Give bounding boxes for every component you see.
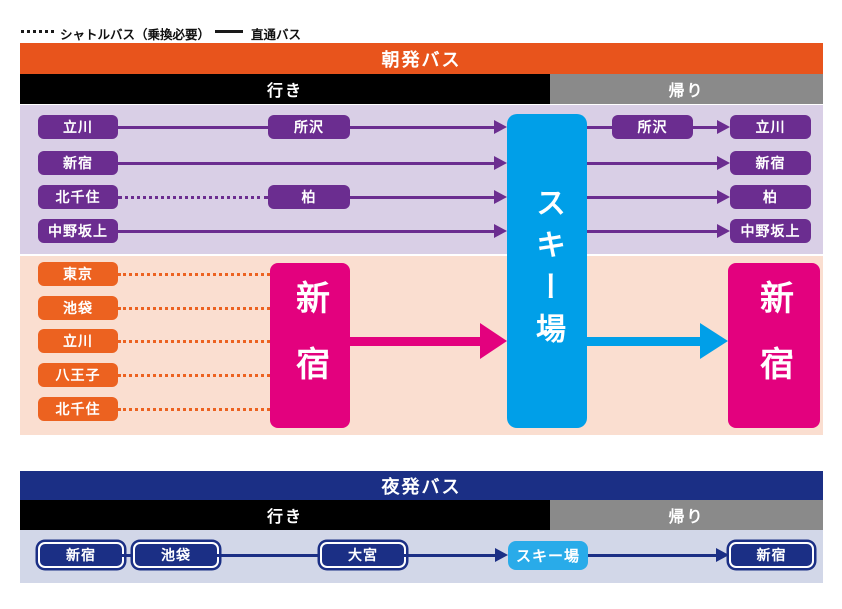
station-box: 立川 bbox=[730, 115, 811, 139]
route-line bbox=[587, 126, 612, 129]
hub-shinjuku-box: 新宿 bbox=[270, 263, 350, 428]
hub-shinjuku-label: 新宿 bbox=[290, 279, 329, 412]
return-hub-shinjuku-label: 新宿 bbox=[754, 279, 793, 412]
route-line-shuttle bbox=[118, 374, 270, 377]
station-box: 立川 bbox=[38, 115, 118, 139]
station-box: 八王子 bbox=[38, 363, 118, 387]
return-hub-shinjuku-box: 新宿 bbox=[728, 263, 820, 428]
night-ski-resort-box: スキー場 bbox=[508, 541, 588, 570]
station-box: 新宿 bbox=[38, 151, 118, 175]
station-box: 新宿 bbox=[729, 542, 814, 568]
station-box: 立川 bbox=[38, 329, 118, 353]
return-bus-arrow bbox=[587, 337, 701, 346]
direct-bus-solid-line-icon bbox=[215, 30, 243, 33]
arrow-right-icon bbox=[717, 156, 730, 170]
arrow-right-icon bbox=[717, 224, 730, 238]
route-line bbox=[120, 554, 133, 557]
legend-shuttle-label: シャトルバス（乗換必要） bbox=[60, 28, 211, 42]
route-line-shuttle bbox=[118, 408, 270, 411]
arrow-right-icon bbox=[717, 190, 730, 204]
arrow-right-icon bbox=[495, 548, 508, 562]
morning-return-bar: 帰り bbox=[550, 74, 823, 104]
route-line-shuttle bbox=[118, 273, 270, 276]
station-box: 東京 bbox=[38, 262, 118, 286]
night-return-bar: 帰り bbox=[550, 500, 823, 530]
route-line bbox=[402, 554, 495, 557]
route-line-shuttle bbox=[118, 196, 268, 199]
route-line-shuttle bbox=[118, 340, 270, 343]
morning-bus-header: 朝発バス bbox=[20, 43, 823, 74]
route-line bbox=[215, 554, 320, 557]
arrow-right-icon bbox=[494, 156, 507, 170]
night-bus-header: 夜発バス bbox=[20, 471, 823, 500]
ski-resort-label: スキー場 bbox=[531, 187, 564, 355]
arrow-right-icon bbox=[494, 120, 507, 134]
route-line bbox=[118, 162, 494, 165]
arrow-right-icon bbox=[494, 190, 507, 204]
route-line-shuttle bbox=[118, 307, 270, 310]
ski-resort-box: スキー場 bbox=[507, 114, 587, 428]
station-box: 北千住 bbox=[38, 397, 118, 421]
station-box: 池袋 bbox=[38, 296, 118, 320]
station-box: 所沢 bbox=[268, 115, 350, 139]
station-box: 柏 bbox=[268, 185, 350, 209]
arrow-right-icon bbox=[480, 323, 507, 359]
morning-go-bar: 行き bbox=[20, 74, 550, 104]
route-line bbox=[350, 196, 494, 199]
station-box: 中野坂上 bbox=[38, 219, 118, 243]
arrow-right-icon bbox=[700, 323, 728, 359]
station-box: 柏 bbox=[730, 185, 811, 209]
station-box: 池袋 bbox=[133, 542, 219, 568]
route-line bbox=[350, 126, 494, 129]
legend-direct-label: 直通バス bbox=[251, 28, 302, 42]
station-box: 新宿 bbox=[38, 542, 124, 568]
route-line bbox=[118, 126, 268, 129]
station-box: 所沢 bbox=[612, 115, 693, 139]
night-go-bar: 行き bbox=[20, 500, 550, 530]
arrow-right-icon bbox=[716, 548, 729, 562]
route-line bbox=[588, 554, 716, 557]
shuttle-bus-dotted-line-icon bbox=[21, 30, 54, 33]
station-box: 中野坂上 bbox=[730, 219, 811, 243]
arrow-right-icon bbox=[494, 224, 507, 238]
station-box: 新宿 bbox=[730, 151, 811, 175]
route-line bbox=[587, 196, 717, 199]
arrow-right-icon bbox=[717, 120, 730, 134]
direct-bus-arrow bbox=[350, 337, 482, 346]
route-line bbox=[693, 126, 717, 129]
station-box: 北千住 bbox=[38, 185, 118, 209]
route-line bbox=[118, 230, 494, 233]
route-line bbox=[587, 230, 717, 233]
route-line bbox=[587, 162, 717, 165]
station-box: 大宮 bbox=[320, 542, 406, 568]
